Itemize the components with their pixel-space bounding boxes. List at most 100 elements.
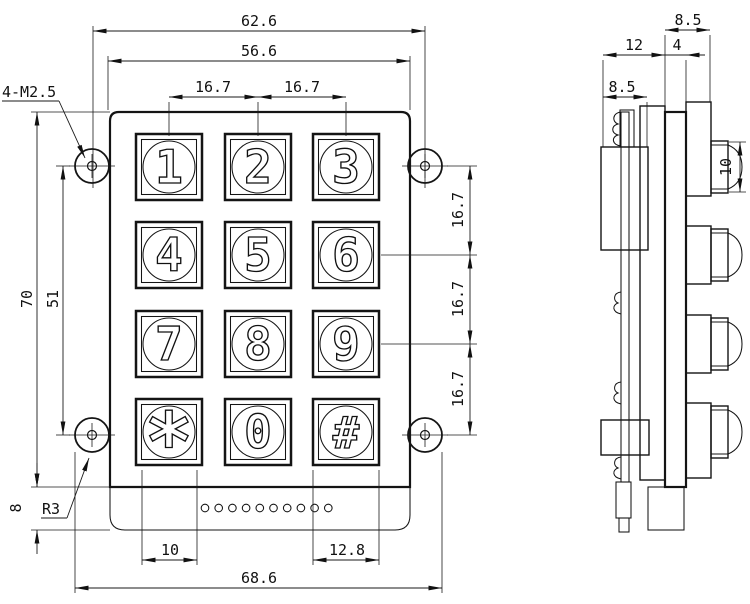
dimension-text: 56.6	[241, 42, 277, 60]
side-carrier	[639, 105, 666, 481]
key-circle	[142, 317, 196, 371]
pin-hole	[269, 503, 278, 513]
side-top-boss	[600, 146, 649, 251]
key-circle	[231, 140, 285, 194]
key-inner-border	[317, 138, 375, 196]
side-panel-edge	[663, 110, 688, 489]
mounting-ear-top-left	[69, 148, 115, 184]
pin-hole	[214, 503, 224, 513]
side-key-row3	[685, 314, 743, 374]
key-label: 5	[244, 228, 272, 282]
key-7: 7	[134, 309, 204, 379]
dimension-text: 16.7	[449, 371, 467, 407]
dim-plate-height: 70	[18, 111, 110, 488]
key-circle	[231, 405, 285, 459]
key-9: 9	[311, 309, 381, 379]
dim-bottom-lip-height: 8	[7, 463, 110, 554]
key-circle	[142, 140, 196, 194]
key-inner-border	[140, 226, 198, 284]
key-circle	[142, 405, 196, 459]
dimension-text: 16.7	[195, 78, 231, 96]
key-inner-border	[140, 315, 198, 373]
dimension-text: 16.7	[449, 281, 467, 317]
key-inner-border	[140, 403, 198, 461]
dim-key-base-width: 12.8	[312, 470, 380, 565]
pin-hole	[310, 503, 319, 513]
key-label: #	[333, 408, 360, 459]
mounting-ear-bottom-left	[69, 417, 115, 453]
key-circle	[142, 228, 196, 282]
keypad-keys: 1 2 3 4	[134, 132, 381, 490]
key-outer-border	[223, 309, 293, 379]
key-inner-border	[229, 315, 287, 373]
dimensions-side: 8.5 12 4 8.5	[602, 11, 746, 193]
key-6: 6	[311, 220, 381, 290]
dimension-text: 12.8	[329, 541, 365, 559]
front-view: 1 2 3 4	[2, 12, 477, 593]
key-inner-border	[229, 226, 287, 284]
side-screw-bump	[613, 456, 622, 480]
key-0: 0	[223, 397, 293, 467]
pin-hole	[241, 503, 251, 513]
key-circle	[319, 228, 373, 282]
key-outer-border	[134, 220, 204, 290]
key-2: 2	[223, 132, 293, 202]
dim-keycap-height: 10	[717, 141, 746, 193]
dimension-text: 16.7	[449, 192, 467, 228]
key-inner-border	[317, 226, 375, 284]
key-outer-border	[311, 309, 381, 379]
pin-hole	[200, 503, 210, 513]
side-screw-head	[612, 109, 635, 148]
key-label: *	[145, 396, 193, 489]
pin-hole	[296, 503, 306, 513]
side-base-housing	[647, 486, 685, 531]
dim-panel-key-depth: 8.5	[664, 11, 711, 106]
dim-panel-thickness: 4	[665, 36, 705, 112]
dimension-text: 4	[672, 36, 681, 54]
side-pin-header	[615, 481, 632, 519]
key-outer-border	[311, 220, 381, 290]
side-pin-foot	[618, 517, 630, 533]
key-label: 1	[155, 140, 183, 194]
key-label: 3	[332, 140, 360, 194]
dimension-text: 70	[18, 290, 36, 308]
side-key-row4	[685, 402, 743, 479]
key-star: *	[134, 395, 204, 490]
dim-hole-spacing-vertical: 51	[44, 165, 70, 436]
key-1: 1	[134, 132, 204, 202]
key-label: 0	[244, 405, 272, 459]
key-label: 4	[155, 228, 183, 282]
key-circle	[319, 140, 373, 194]
dim-plate-width: 56.6	[107, 42, 411, 110]
side-screw-bump	[613, 381, 622, 405]
corner-radius-text: R3	[42, 500, 60, 518]
key-3: 3	[311, 132, 381, 202]
dimension-text: 16.7	[284, 78, 320, 96]
key-outer-border	[311, 397, 381, 467]
dim-boss-width: 8.5	[603, 78, 648, 147]
key-4: 4	[134, 220, 204, 290]
dim-key-top-width: 10	[141, 470, 198, 565]
side-view: 8.5 12 4 8.5	[600, 11, 746, 533]
key-inner-border	[317, 315, 375, 373]
side-bottom-boss	[600, 419, 650, 456]
key-outer-border	[134, 309, 204, 379]
key-label: 8	[244, 317, 272, 371]
key-label: 2	[244, 140, 272, 194]
dimension-text: 62.6	[241, 12, 277, 30]
key-label: 7	[155, 317, 183, 371]
dim-row-pitch: 16.7 16.7 16.7	[381, 165, 477, 436]
thread-callout: 4-M2.5	[2, 83, 86, 159]
corner-radius-callout: R3	[41, 457, 90, 519]
dimension-text: 10	[161, 541, 179, 559]
side-key-row1	[685, 101, 743, 197]
key-label: 6	[332, 228, 360, 282]
dimension-text: 51	[44, 290, 62, 308]
side-key-row2	[685, 225, 743, 285]
key-circle	[231, 317, 285, 371]
leader-line	[58, 100, 86, 159]
leader-line	[66, 457, 90, 519]
dimension-text: 12	[625, 36, 643, 54]
pin-hole	[282, 503, 292, 513]
